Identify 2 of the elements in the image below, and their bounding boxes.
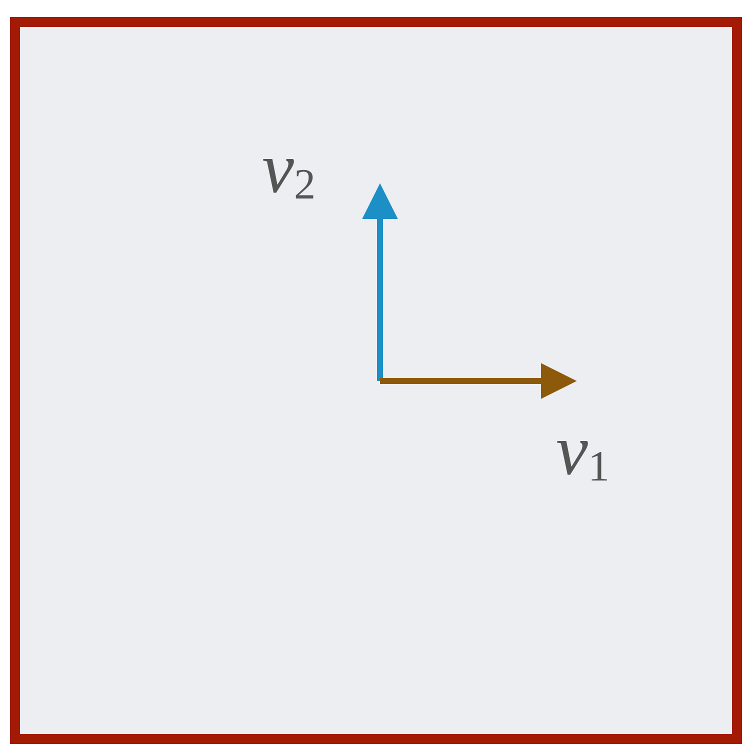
vector-label: v$_{2}$ bbox=[262, 132, 316, 207]
vector-label: v$_{1}$ bbox=[556, 414, 610, 489]
